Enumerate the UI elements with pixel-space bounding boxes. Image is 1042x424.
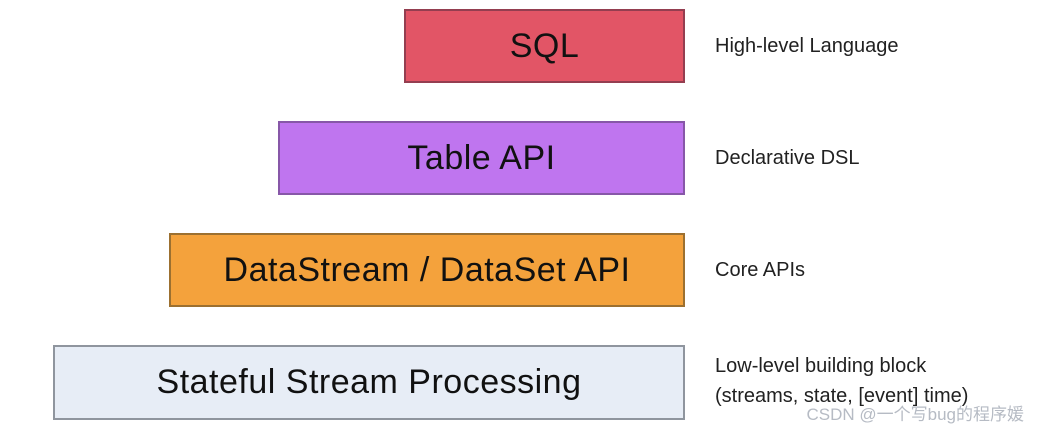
layer-box-table-api: Table API [278,121,685,195]
layer-title-datastream-dataset-api: DataStream / DataSet API [223,250,631,289]
layer-title-sql: SQL [509,26,580,65]
layer-title-table-api: Table API [407,138,556,177]
annotation-sql: High-level Language [715,31,898,61]
layer-title-stateful-stream-processing: Stateful Stream Processing [156,363,582,401]
layer-box-stateful-stream-processing: Stateful Stream Processing [53,345,685,420]
csdn-watermark: CSDN @一个写bug的程序媛 [806,405,1024,424]
annotation-core-apis: Core APIs [715,255,805,285]
annotation-line: High-level Language [715,35,899,57]
annotation-low-level: Low-level building block (streams, state… [715,351,968,411]
annotation-line: Declarative DSL [715,147,860,169]
annotation-line: Low-level building block [715,355,927,377]
annotation-table-api: Declarative DSL [715,143,860,173]
annotation-line: (streams, state, [event] time) [715,385,969,407]
layer-box-datastream-dataset-api: DataStream / DataSet API [169,233,685,307]
annotation-line: Core APIs [715,259,806,281]
layer-box-sql: SQL [404,9,685,83]
